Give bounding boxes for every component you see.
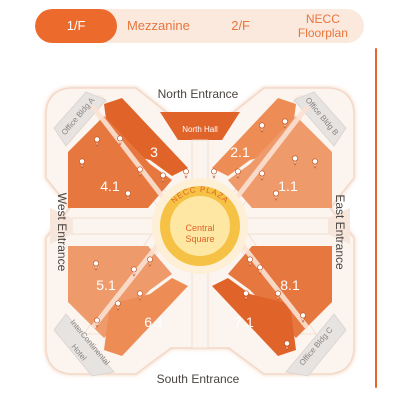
tab-2f[interactable]: 2/F xyxy=(231,18,251,33)
hall-1-1[interactable]: 1.1 xyxy=(228,116,332,208)
hall-5-1-label: 5.1 xyxy=(96,277,116,293)
hall-6-1[interactable]: 6.1 xyxy=(104,278,188,356)
hall-2-1[interactable]: 2.1 xyxy=(212,98,296,176)
tab-mezzanine[interactable]: Mezzanine xyxy=(126,18,190,33)
central-plaza[interactable]: NECC PLAZA Central Square xyxy=(152,178,248,274)
floor-tab-bar: 1/F Mezzanine 2/F NECC Floorplan xyxy=(35,9,364,43)
west-entrance-label: West Entrance xyxy=(55,193,69,272)
road-arrows xyxy=(50,208,350,244)
south-entrance-label: South Entrance xyxy=(157,372,240,386)
hall-7-1-label: 7.1 xyxy=(234,314,254,330)
hall-8-1-label: 8.1 xyxy=(280,277,300,293)
hall-1-1-label: 1.1 xyxy=(278,178,298,194)
plaza-center-line2: Square xyxy=(185,234,214,244)
tab-1f[interactable]: 1/F xyxy=(35,9,118,43)
hall-4-1-label: 4.1 xyxy=(100,178,120,194)
tab-necc-floorplan[interactable]: NECC Floorplan xyxy=(282,9,364,43)
plaza-center-line1: Central xyxy=(185,223,214,233)
hall-2-1-label: 2.1 xyxy=(230,144,250,160)
north-hall-label: North Hall xyxy=(182,125,218,134)
north-entrance-label: North Entrance xyxy=(158,87,239,101)
hall-3-label: 3 xyxy=(150,144,158,160)
east-entrance-label: East Entrance xyxy=(333,194,347,270)
north-hall[interactable]: North Hall xyxy=(160,112,240,140)
hall-6-1-label: 6.1 xyxy=(144,314,164,330)
hall-7-1[interactable]: 7.1 xyxy=(212,278,296,356)
scrollbar-thumb[interactable] xyxy=(375,48,377,388)
hall-3[interactable]: 3 xyxy=(104,98,188,176)
tab-necc-floorplan-label: NECC Floorplan xyxy=(297,12,348,40)
hall-4-1[interactable]: 4.1 xyxy=(68,116,172,208)
